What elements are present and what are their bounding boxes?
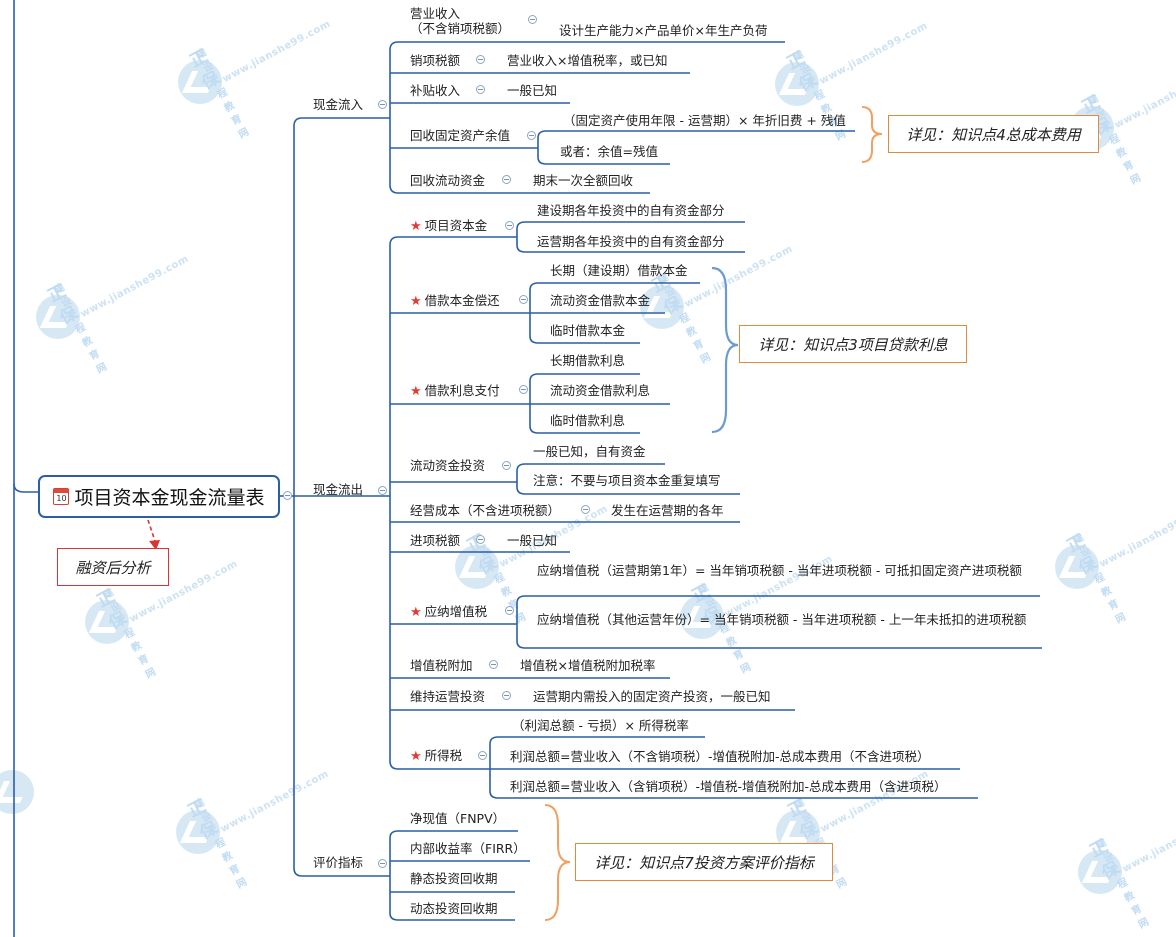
node-interest-d1: 长期借款利息 [550,353,626,368]
collapse-icon[interactable] [478,751,487,760]
note-interest[interactable]: 详见：知识点3项目贷款利息 [739,325,967,363]
note-interest-text: 详见：知识点3项目贷款利息 [758,335,948,354]
node-vat-surcharge-detail: 增值税×增值税附加税率 [520,658,656,673]
financing-note-text: 融资后分析 [75,558,151,577]
node-income-tax-d1: （利润总额 - 亏损）× 所得税率 [512,718,689,733]
star-icon: ★ [410,294,422,309]
node-residual-detail2: 或者：余值=残值 [560,144,658,159]
collapse-icon[interactable] [527,131,536,140]
collapse-icon[interactable] [502,175,511,184]
collapse-inflow-icon[interactable] [378,100,387,109]
node-principal-d1: 长期（建设期）借款本金 [550,263,688,278]
node-wc-invest-d2: 注意：不要与项目资本金重复填写 [533,473,721,488]
node-output-tax[interactable]: 销项税额 [410,53,461,68]
star-icon: ★ [410,749,422,764]
collapse-icon[interactable] [519,295,528,304]
node-op-cost-detail: 发生在运营期的各年 [611,503,724,518]
collapse-icon[interactable] [528,15,537,24]
node-equity-d1: 建设期各年投资中的自有资金部分 [537,203,725,218]
branch-evaluation[interactable]: 评价指标 [313,855,364,870]
collapse-icon[interactable] [476,85,485,94]
star-icon: ★ [410,605,422,620]
node-subsidy-detail: 一般已知 [507,83,558,98]
node-op-cost[interactable]: 经营成本（不含进项税额） [410,503,561,518]
node-income-tax-d2: 利润总额=营业收入（不含销项税）-增值税附加-总成本费用（不含进项税） [510,749,930,764]
note-cost[interactable]: 详见：知识点4总成本费用 [888,115,1099,153]
branch-outflow[interactable]: 现金流出 [313,482,364,497]
star-icon: ★ [410,384,422,399]
node-revenue-detail: 设计生产能力×产品单价×年生产负荷 [559,23,768,38]
node-interest-d3: 临时借款利息 [550,413,626,428]
node-wc-invest[interactable]: 流动资金投资 [410,458,486,473]
collapse-icon[interactable] [502,691,511,700]
node-dynamic-payback[interactable]: 动态投资回收期 [410,901,498,916]
node-residual-detail1: （固定资产使用年限 - 运营期）× 年折旧费 + 残值 [563,113,846,128]
node-vat[interactable]: ★应纳增值税 [410,604,488,620]
root-title: 项目资本金现金流量表 [74,487,265,509]
note-evaluation-text: 详见：知识点7投资方案评价指标 [594,853,814,872]
node-maintenance[interactable]: 维持运营投资 [410,689,486,704]
node-principal[interactable]: ★借款本金偿还 [410,293,500,309]
node-subsidy[interactable]: 补贴收入 [410,83,461,98]
collapse-icon[interactable] [476,535,485,544]
node-vat-d1: 应纳增值税（运营期第1年）= 当年销项税额 - 当年进项税额 - 可抵扣固定资产… [537,563,1022,578]
collapse-root-icon[interactable] [283,491,292,500]
collapse-icon[interactable] [581,505,590,514]
node-vat-d2: 应纳增值税（其他运营年份）= 当年销项税额 - 当年进项税额 - 上一年未抵扣的… [537,612,1027,627]
root-topic[interactable]: 10 项目资本金现金流量表 [38,475,280,518]
branch-inflow[interactable]: 现金流入 [313,97,364,112]
node-income-tax[interactable]: ★所得税 [410,748,463,764]
collapse-evaluation-icon[interactable] [378,859,387,868]
node-static-payback[interactable]: 静态投资回收期 [410,871,498,886]
node-npv[interactable]: 净现值（FNPV） [410,811,506,826]
node-revenue[interactable]: 营业收入 （不含销项税额） [410,6,511,36]
node-income-tax-d3: 利润总额=营业收入（含销项税）-增值税-增值税附加-总成本费用（含进项税） [510,779,947,794]
node-interest-d2: 流动资金借款利息 [550,383,651,398]
node-vat-surcharge[interactable]: 增值税附加 [410,658,473,673]
node-working-capital-detail: 期末一次全额回收 [533,173,634,188]
node-output-tax-detail: 营业收入×增值税率，或已知 [507,53,668,68]
collapse-icon[interactable] [476,55,485,64]
collapse-icon[interactable] [489,660,498,669]
collapse-icon[interactable] [502,461,511,470]
calendar-icon: 10 [53,488,70,505]
node-irr[interactable]: 内部收益率（FIRR） [410,841,526,856]
note-evaluation[interactable]: 详见：知识点7投资方案评价指标 [575,843,833,881]
node-equity[interactable]: ★项目资本金 [410,218,488,234]
star-icon: ★ [410,219,422,234]
node-input-tax[interactable]: 进项税额 [410,533,461,548]
node-interest[interactable]: ★借款利息支付 [410,383,500,399]
collapse-outflow-icon[interactable] [378,486,387,495]
node-maintenance-detail: 运营期内需投入的固定资产投资，一般已知 [533,689,771,704]
node-residual[interactable]: 回收固定资产余值 [410,128,511,143]
node-principal-d3: 临时借款本金 [550,323,626,338]
node-equity-d2: 运营期各年投资中的自有资金部分 [537,234,725,249]
node-principal-d2: 流动资金借款本金 [550,293,651,308]
node-wc-invest-d1: 一般已知，自有资金 [533,444,646,459]
note-cost-text: 详见：知识点4总成本费用 [906,125,1081,144]
collapse-icon[interactable] [505,221,514,230]
financing-note[interactable]: 融资后分析 [57,548,169,586]
collapse-icon[interactable] [505,606,514,615]
collapse-icon[interactable] [519,385,528,394]
node-working-capital[interactable]: 回收流动资金 [410,173,486,188]
node-input-tax-detail: 一般已知 [507,533,558,548]
